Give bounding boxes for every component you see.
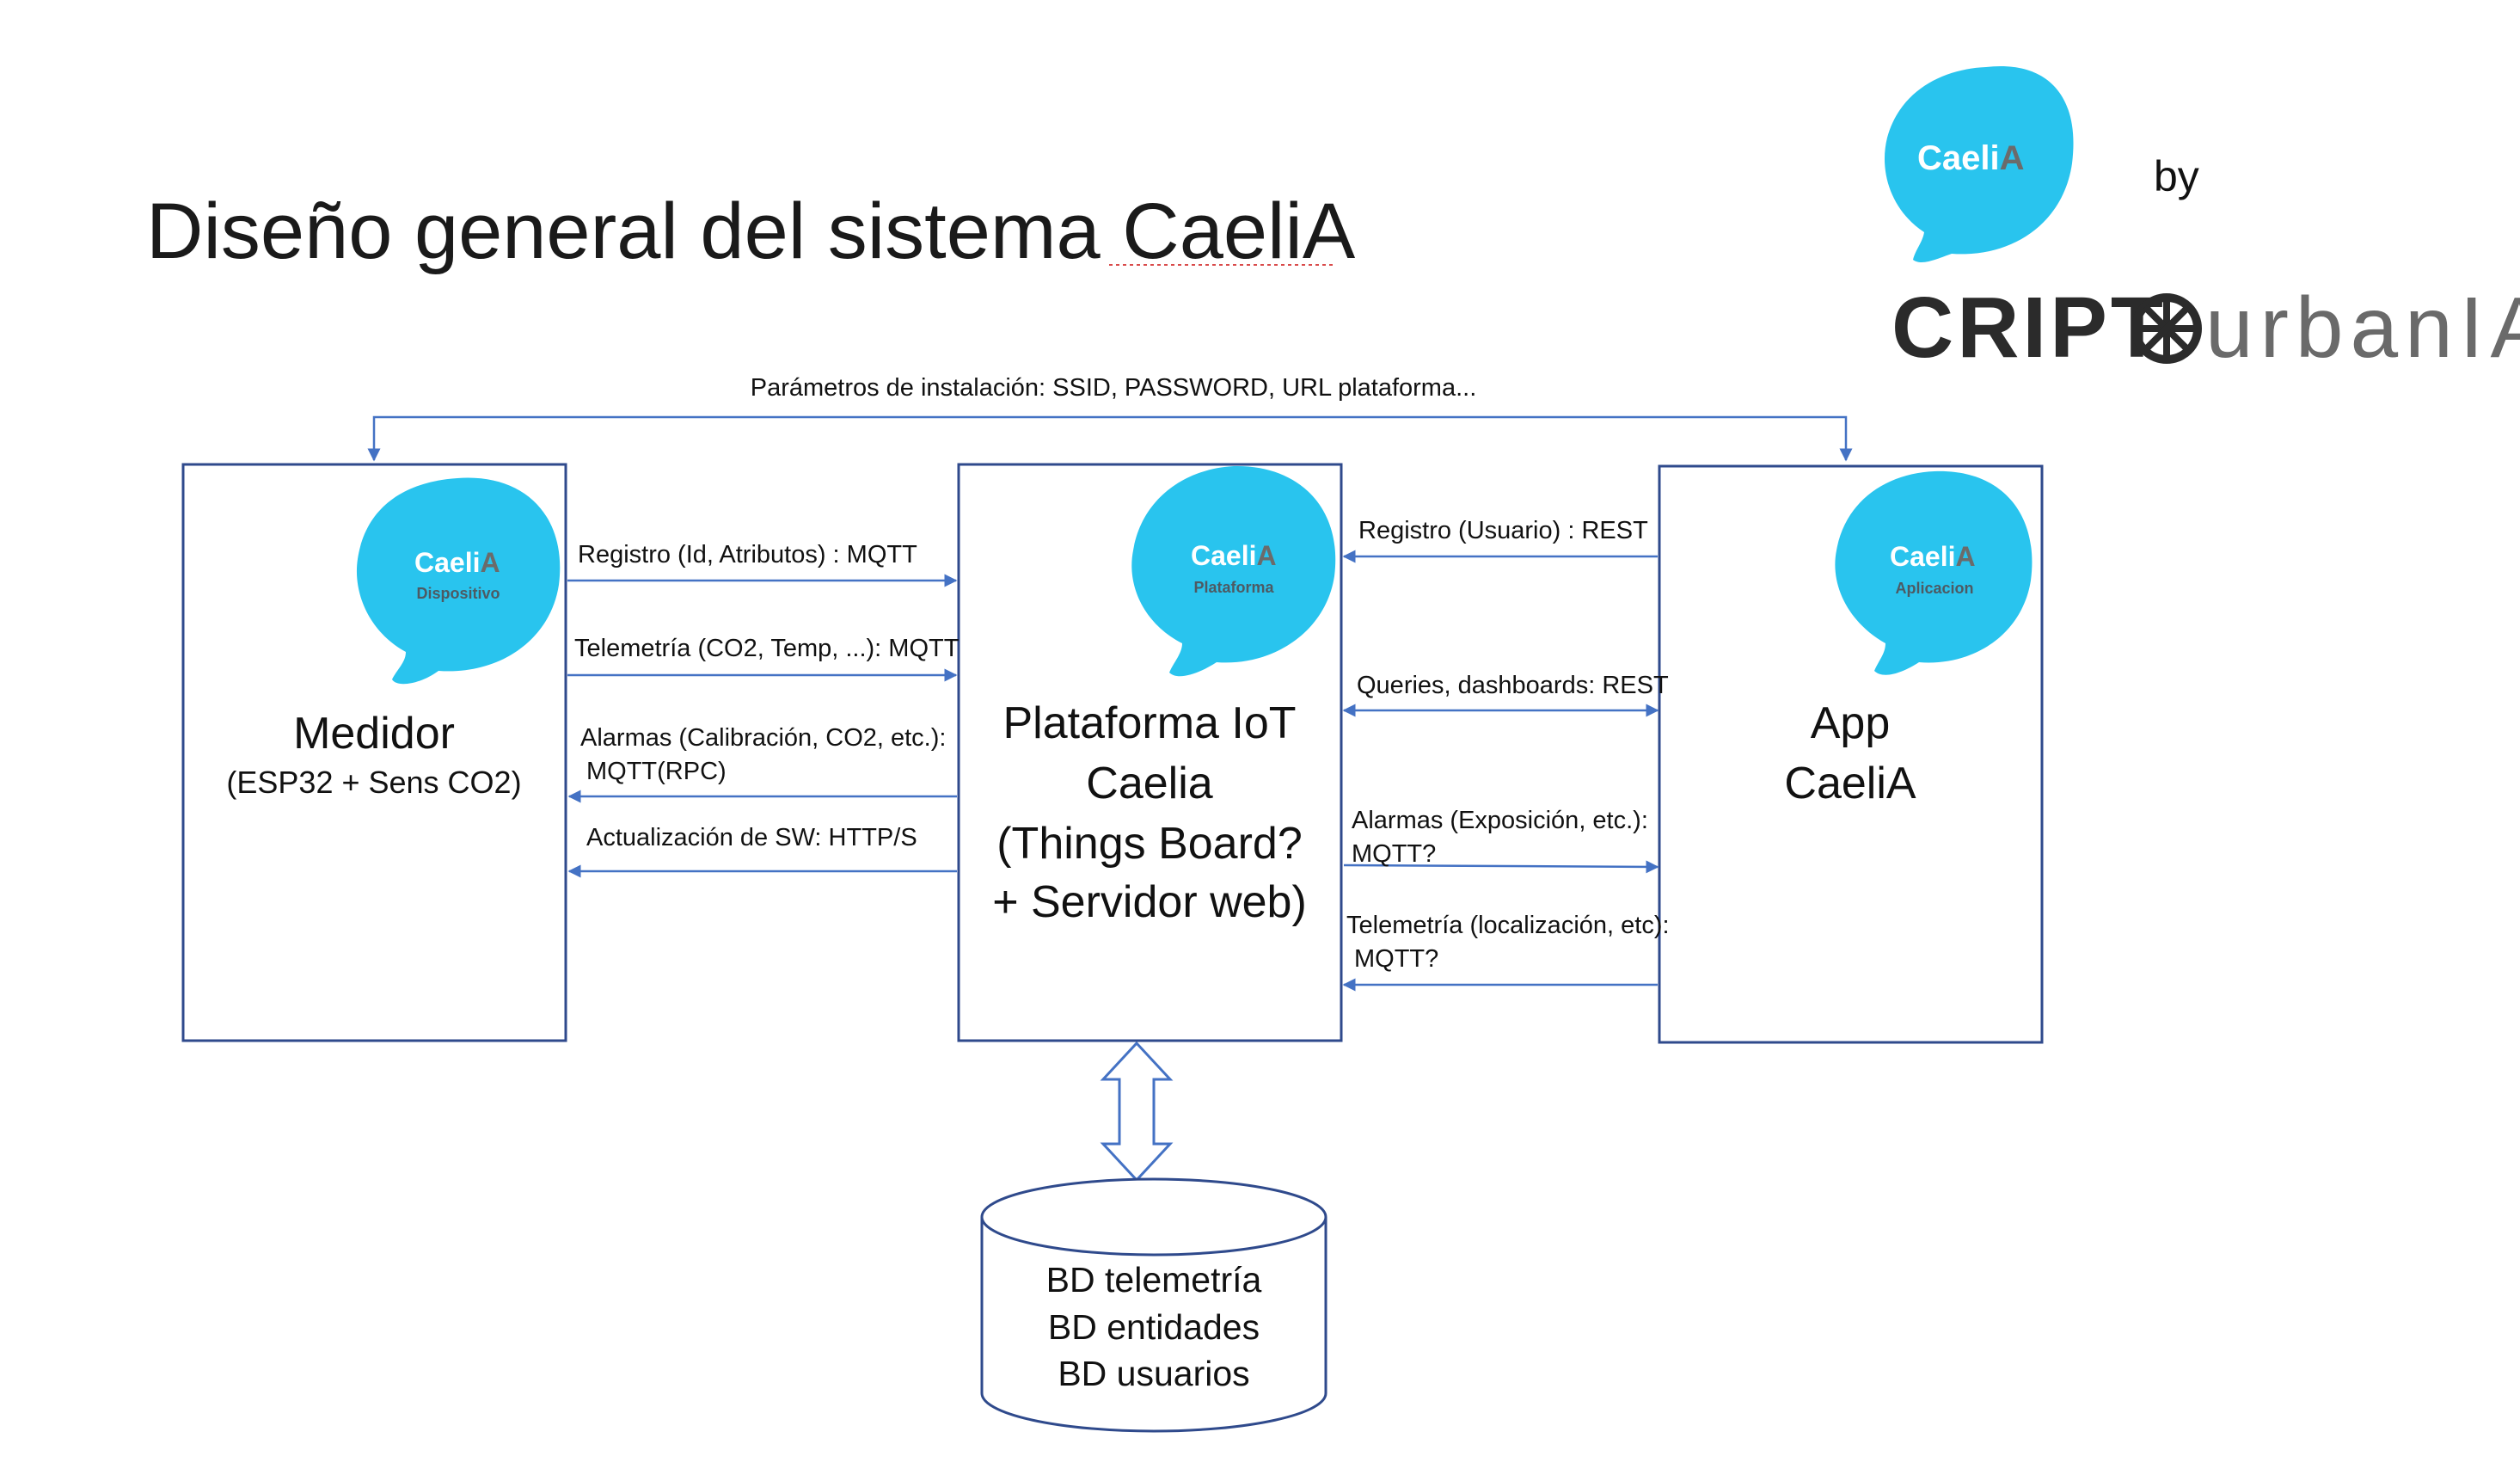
medidor-badge: CaeliA Dispositivo bbox=[356, 477, 561, 685]
company-logo: CRIPT urbanIA bbox=[1892, 280, 2520, 376]
app-badge-a: A bbox=[1955, 541, 1975, 572]
by-label: by bbox=[2154, 152, 2199, 200]
plataforma-badge: CaeliA Plataforma bbox=[1131, 465, 1336, 677]
db-line: BD entidades bbox=[1048, 1307, 1260, 1347]
left-link-label: MQTT(RPC) bbox=[586, 758, 727, 785]
company-name-cript: CRIPT bbox=[1892, 280, 2167, 376]
right-link-label: Registro (Usuario) : REST bbox=[1358, 517, 1648, 544]
medidor-subtitle: (ESP32 + Sens CO2) bbox=[226, 765, 521, 800]
left-link-label: Actualización de SW: HTTP/S bbox=[586, 824, 917, 851]
aplicacion-bubble-icon bbox=[1835, 470, 2033, 675]
plataforma-line: Caelia bbox=[1086, 759, 1212, 808]
plataforma-text: Plataforma IoT Caelia (Things Board? + S… bbox=[992, 698, 1307, 927]
db-line: BD usuarios bbox=[1058, 1354, 1249, 1393]
plataforma-bubble-icon bbox=[1131, 465, 1336, 677]
svg-text:CaeliA: CaeliA bbox=[1191, 540, 1277, 571]
alarmas-exposicion-arrow bbox=[1343, 860, 1659, 874]
medidor-badge-sub: Dispositivo bbox=[416, 585, 500, 602]
app-title-line: App bbox=[1811, 698, 1891, 748]
install-params-connector bbox=[367, 415, 1853, 462]
logo-text-caeli: Caeli bbox=[1917, 139, 2000, 177]
app-title-line: CaeliA bbox=[1784, 759, 1916, 808]
page-title: Diseño general del sistema CaeliA bbox=[146, 187, 1356, 275]
plataforma-line: (Things Board? bbox=[996, 819, 1303, 869]
logo-bubble-icon bbox=[1884, 65, 2074, 262]
app-badge-sub: Aplicacion bbox=[1895, 580, 1973, 597]
db-link-arrow-icon bbox=[1100, 1041, 1174, 1183]
plataforma-line: Plataforma IoT bbox=[1002, 698, 1296, 748]
app-badge-caeli: Caeli bbox=[1890, 541, 1955, 572]
left-link-label: Registro (Id, Atributos) : MQTT bbox=[578, 541, 917, 568]
right-link-label: Telemetría (localización, etc): bbox=[1346, 912, 1670, 939]
medidor-badge-a: A bbox=[480, 547, 500, 578]
right-link-label: Alarmas (Exposición, etc.): bbox=[1352, 807, 1648, 834]
svg-text:CaeliA: CaeliA bbox=[1917, 139, 2025, 177]
plataforma-badge-caeli: Caeli bbox=[1191, 540, 1256, 571]
right-link-label: Queries, dashboards: REST bbox=[1357, 672, 1669, 699]
company-name-urbania: urbanIA bbox=[2205, 280, 2520, 376]
db-line: BD telemetría bbox=[1046, 1260, 1262, 1300]
logo-text-a: A bbox=[2000, 139, 2025, 177]
plataforma-badge-sub: Plataforma bbox=[1193, 579, 1274, 596]
svg-text:CaeliA: CaeliA bbox=[414, 547, 500, 578]
left-link-label: Telemetría (CO2, Temp, ...): MQTT bbox=[574, 635, 960, 662]
dispositivo-bubble-icon bbox=[356, 477, 561, 685]
svg-text:CaeliA: CaeliA bbox=[1890, 541, 1976, 572]
right-link-label: MQTT? bbox=[1354, 945, 1438, 973]
plataforma-badge-a: A bbox=[1256, 540, 1276, 571]
gear-icon bbox=[2131, 293, 2202, 364]
install-params-label: Parámetros de instalación: SSID, PASSWOR… bbox=[751, 374, 1477, 402]
caelia-logo: CaeliA bbox=[1884, 65, 2074, 262]
medidor-badge-caeli: Caeli bbox=[414, 547, 480, 578]
right-link-label: MQTT? bbox=[1352, 840, 1436, 868]
plataforma-line: + Servidor web) bbox=[992, 877, 1307, 927]
medidor-title: Medidor bbox=[293, 709, 455, 759]
database-cylinder bbox=[980, 1177, 1327, 1433]
left-link-label: Alarmas (Calibración, CO2, etc.): bbox=[580, 724, 946, 752]
app-badge: CaeliA Aplicacion bbox=[1835, 470, 2033, 675]
